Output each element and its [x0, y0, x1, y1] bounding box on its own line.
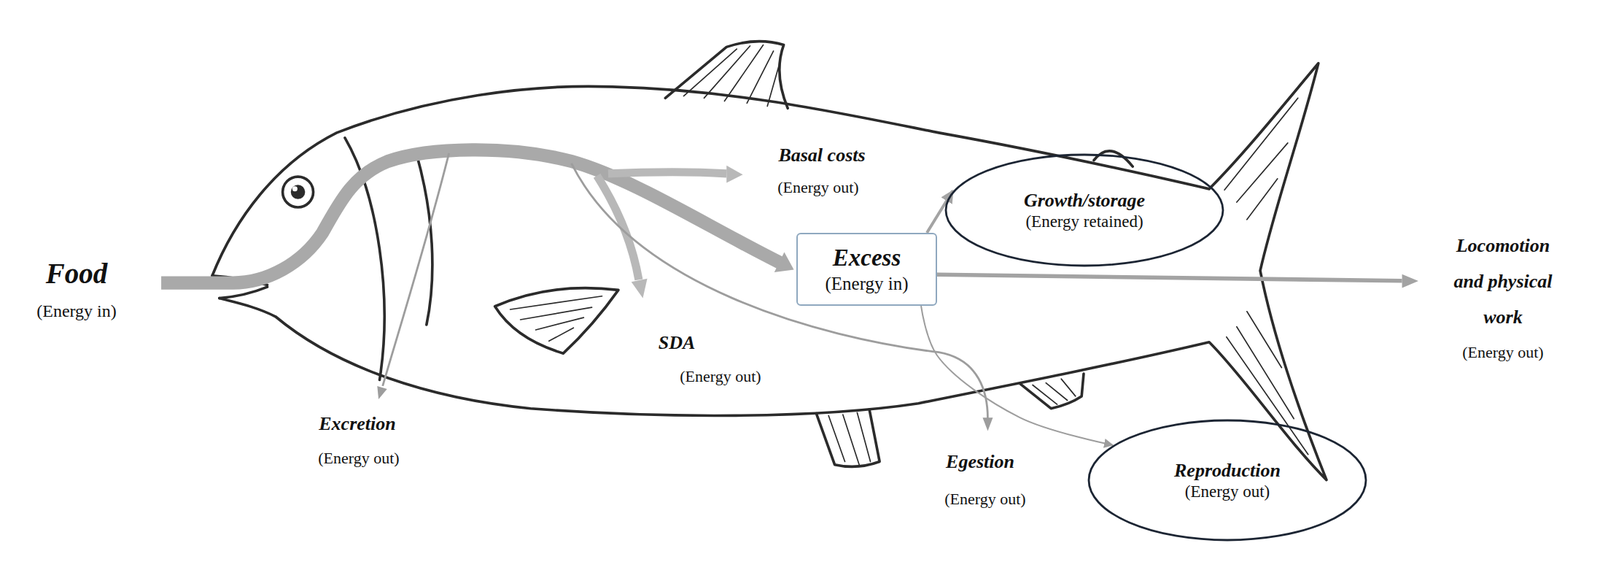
anal-fin — [1020, 373, 1084, 409]
excretion-arrowhead — [377, 385, 387, 399]
energy-note: (Energy retained) — [1023, 211, 1145, 232]
tail-rays — [1224, 97, 1309, 454]
egestion-arrowhead — [982, 417, 993, 431]
flow-label: Egestion — [943, 449, 1017, 473]
basal-arrowhead — [726, 165, 743, 184]
pectoral-rays — [510, 296, 603, 342]
node-title: Reproduction — [1171, 458, 1283, 482]
node-title: Growth/storage — [1021, 188, 1148, 212]
fish-drawing — [161, 41, 1419, 480]
stream-arrowhead — [774, 252, 795, 273]
fin-rays — [510, 45, 1309, 465]
growth-ellipse: Growth/storage(Energy retained) — [944, 153, 1225, 267]
energy-note: (Energy out) — [775, 177, 861, 197]
energy-note: (Energy out) — [1182, 481, 1272, 502]
energy-flows — [161, 149, 1419, 431]
sda-branch — [597, 175, 639, 281]
energy-note: (Energy in) — [34, 300, 119, 322]
energy-note: (Energy out) — [315, 448, 402, 468]
basal-branch — [608, 172, 727, 174]
excess-box: Excess(Energy in) — [796, 232, 938, 306]
eye-highlight — [292, 185, 298, 192]
flow-label: SDA — [656, 331, 698, 354]
fish-pupil — [290, 184, 306, 200]
pectoral-fin — [495, 288, 619, 354]
flow-label: Excretion — [316, 412, 398, 435]
pelvic-fin — [816, 409, 880, 466]
adipose-fin — [1093, 150, 1133, 167]
ellipse-outline — [1088, 420, 1366, 540]
fish-body — [212, 63, 1327, 480]
flow-label: Locomotion and physical work — [1441, 227, 1566, 335]
flow-label: Food — [43, 256, 111, 291]
ellipse-outline — [945, 154, 1223, 266]
node-title: Excess — [830, 243, 904, 273]
locomotion-arrowhead — [1402, 274, 1419, 289]
food-stream — [161, 149, 780, 283]
energy-note: (Energy out) — [942, 489, 1028, 509]
excretion-line — [382, 153, 450, 386]
anal-rays — [1032, 378, 1076, 405]
sda-arrowhead — [631, 278, 648, 299]
flow-arrow — [921, 305, 1113, 445]
locomotion-line — [867, 273, 1402, 281]
egestion-line — [571, 163, 989, 419]
dorsal-fin — [665, 41, 788, 109]
flow-label: Basal costs — [775, 143, 868, 167]
pelvic-rays — [828, 412, 871, 464]
dorsal-rays — [683, 45, 780, 107]
reproduction-ellipse: Reproduction(Energy out) — [1087, 418, 1368, 542]
fish-eye — [282, 176, 314, 208]
energy-note: (Energy out) — [677, 366, 763, 386]
energy-note: (Energy out) — [1459, 342, 1546, 362]
energy-note: (Energy in) — [822, 272, 911, 295]
